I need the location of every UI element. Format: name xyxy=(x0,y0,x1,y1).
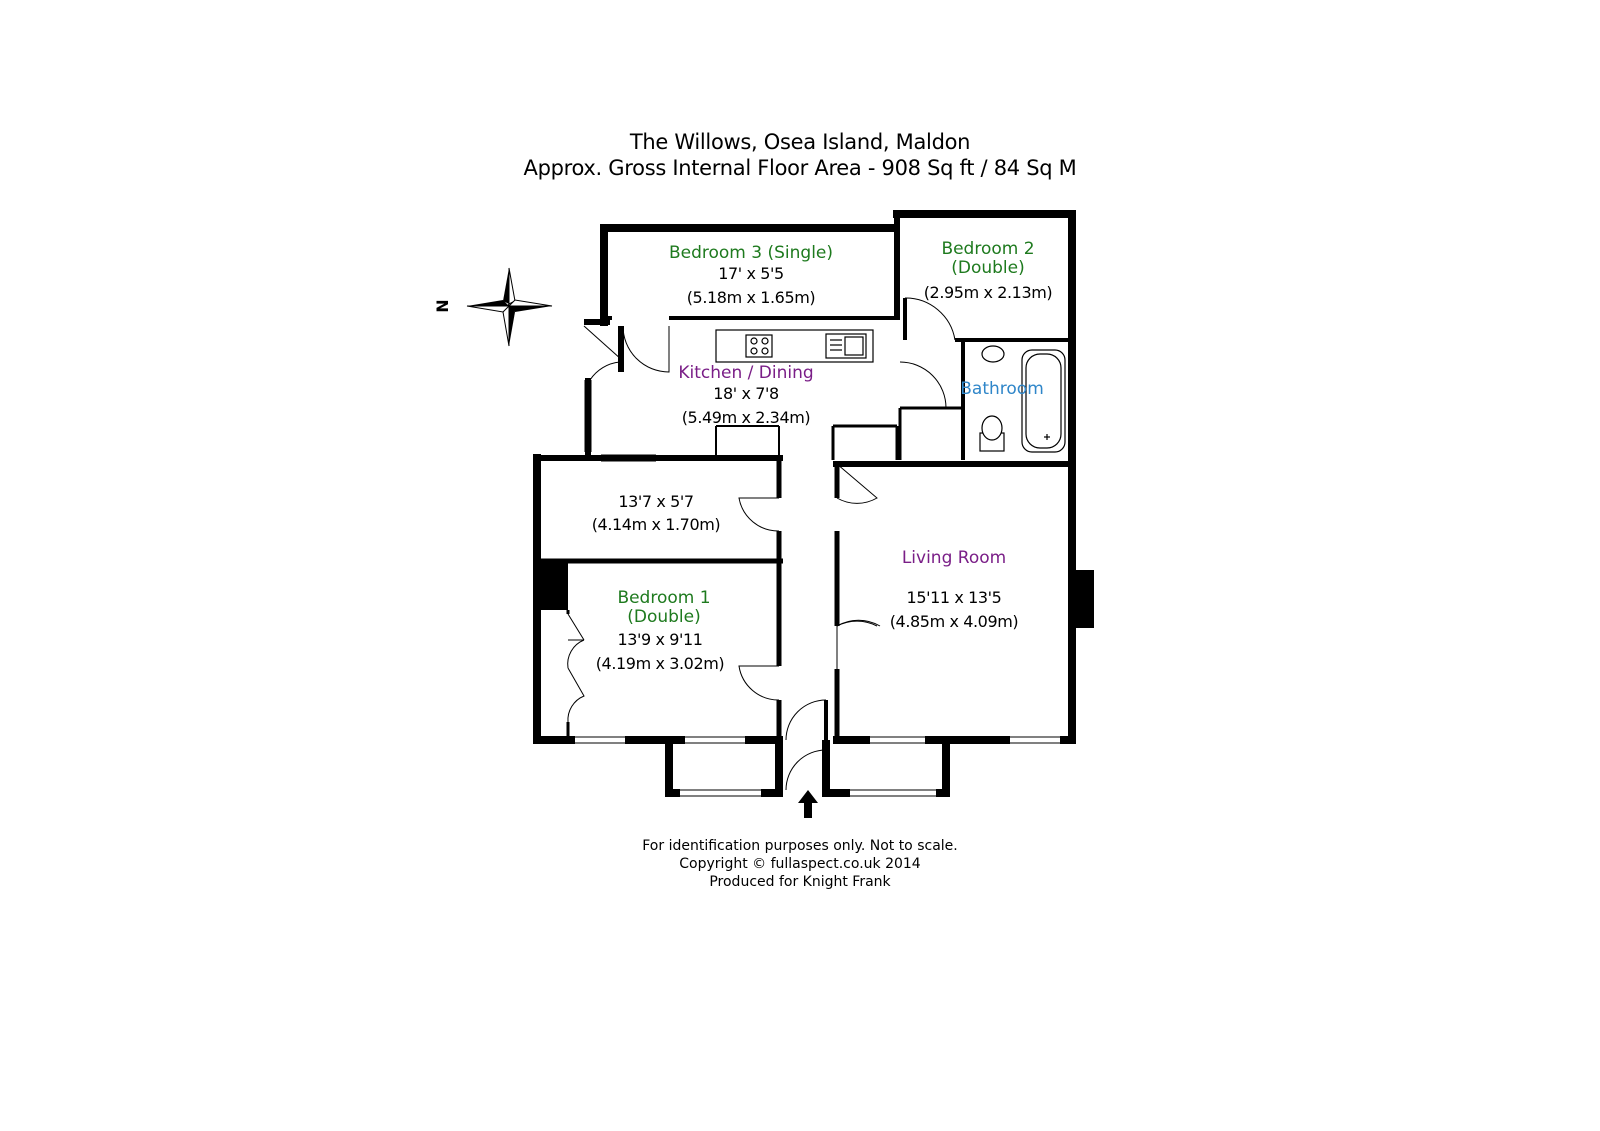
entrance-arrow-icon xyxy=(798,790,818,818)
room-name-bedroom1: Bedroom 1 xyxy=(617,588,711,608)
walls xyxy=(533,210,1094,797)
room-dims-living-imperial: 15'11 x 13'5 xyxy=(906,588,1002,607)
door-swings xyxy=(567,297,956,791)
room-dims-bedroom1-metric: (4.19m x 3.02m) xyxy=(595,654,725,673)
room-dims-kitchen-metric: (5.49m x 2.34m) xyxy=(681,408,811,427)
room-dims-kitchen-imperial: 18' x 7'8 xyxy=(713,384,779,403)
room-name-bathroom: Bathroom xyxy=(960,379,1044,399)
kitchen-counter xyxy=(715,329,874,363)
footer-disclaimer: For identification purposes only. Not to… xyxy=(642,838,958,854)
footer-copyright: Copyright © fullaspect.co.uk 2014 xyxy=(679,856,921,872)
windows xyxy=(575,210,1076,797)
room-dims-bedroom2-metric: (2.95m x 2.13m) xyxy=(923,283,1053,302)
footer-produced-for: Produced for Knight Frank xyxy=(709,874,891,890)
room-name-kitchen: Kitchen / Dining xyxy=(678,363,814,383)
room-dims-bedroom3-metric: (5.18m x 1.65m) xyxy=(686,288,816,307)
plan-title: The Willows, Osea Island, Maldon xyxy=(629,130,971,154)
room-dims-living-metric: (4.85m x 4.09m) xyxy=(889,612,1019,631)
room-dims-study-metric: (4.14m x 1.70m) xyxy=(591,515,721,534)
room-dims-study-imperial: 13'7 x 5'7 xyxy=(618,492,694,511)
room-dims-bedroom3-imperial: 17' x 5'5 xyxy=(718,264,784,283)
bathroom-fixtures xyxy=(979,345,1066,453)
room-dims-bedroom1-imperial: 13'9 x 9'11 xyxy=(617,630,703,649)
room-name-bedroom1-type: (Double) xyxy=(627,607,701,627)
room-name-bedroom2-type: (Double) xyxy=(951,258,1025,278)
plan-area: Approx. Gross Internal Floor Area - 908 … xyxy=(523,156,1077,180)
room-name-bedroom2: Bedroom 2 xyxy=(941,239,1035,259)
compass-north-label: N xyxy=(433,299,452,312)
compass-icon xyxy=(466,267,553,347)
room-name-living: Living Room xyxy=(901,548,1007,568)
room-name-bedroom3: Bedroom 3 (Single) xyxy=(668,243,834,263)
